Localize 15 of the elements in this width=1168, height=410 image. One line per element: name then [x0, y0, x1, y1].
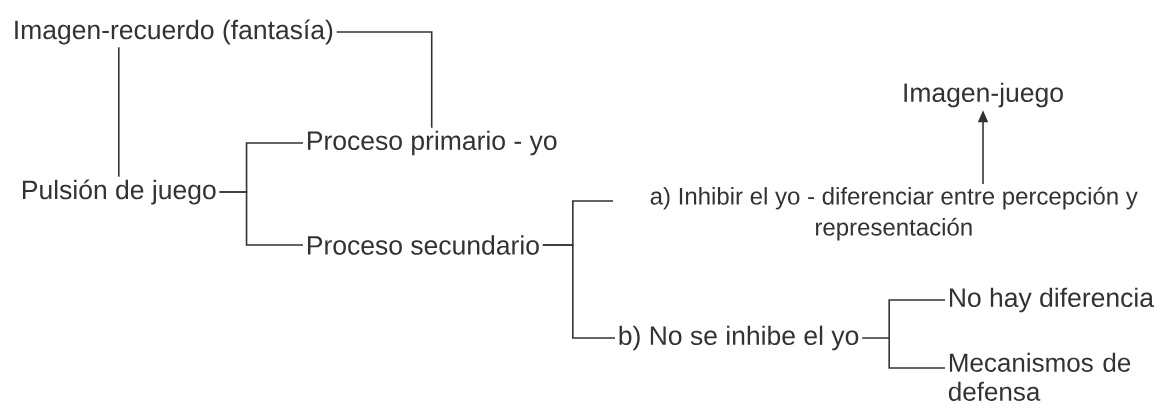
text-label: Imagen-juego	[904, 82, 1063, 108]
connector-line	[861, 299, 946, 339]
text-label: Pulsión de juego	[23, 179, 216, 205]
connector-line	[118, 46, 120, 178]
text-label: Imagen-recuerdo (fantasía)	[15, 19, 333, 45]
text-label: b) No se inhibe el yo	[619, 325, 859, 351]
text-label: a) Inhibir el yo - diferenciar entre percepción y representación	[650, 186, 1138, 241]
connector-line	[542, 244, 616, 339]
connector-line	[335, 31, 433, 129]
text-label: No hay diferencia	[950, 287, 1154, 313]
connector-line	[888, 337, 946, 369]
text-label: Mecanismos de defensa	[948, 352, 1131, 401]
connector-line	[218, 191, 304, 246]
text-label: Proceso secundario	[308, 235, 539, 255]
text-label: Proceso primario - yo	[308, 130, 557, 156]
